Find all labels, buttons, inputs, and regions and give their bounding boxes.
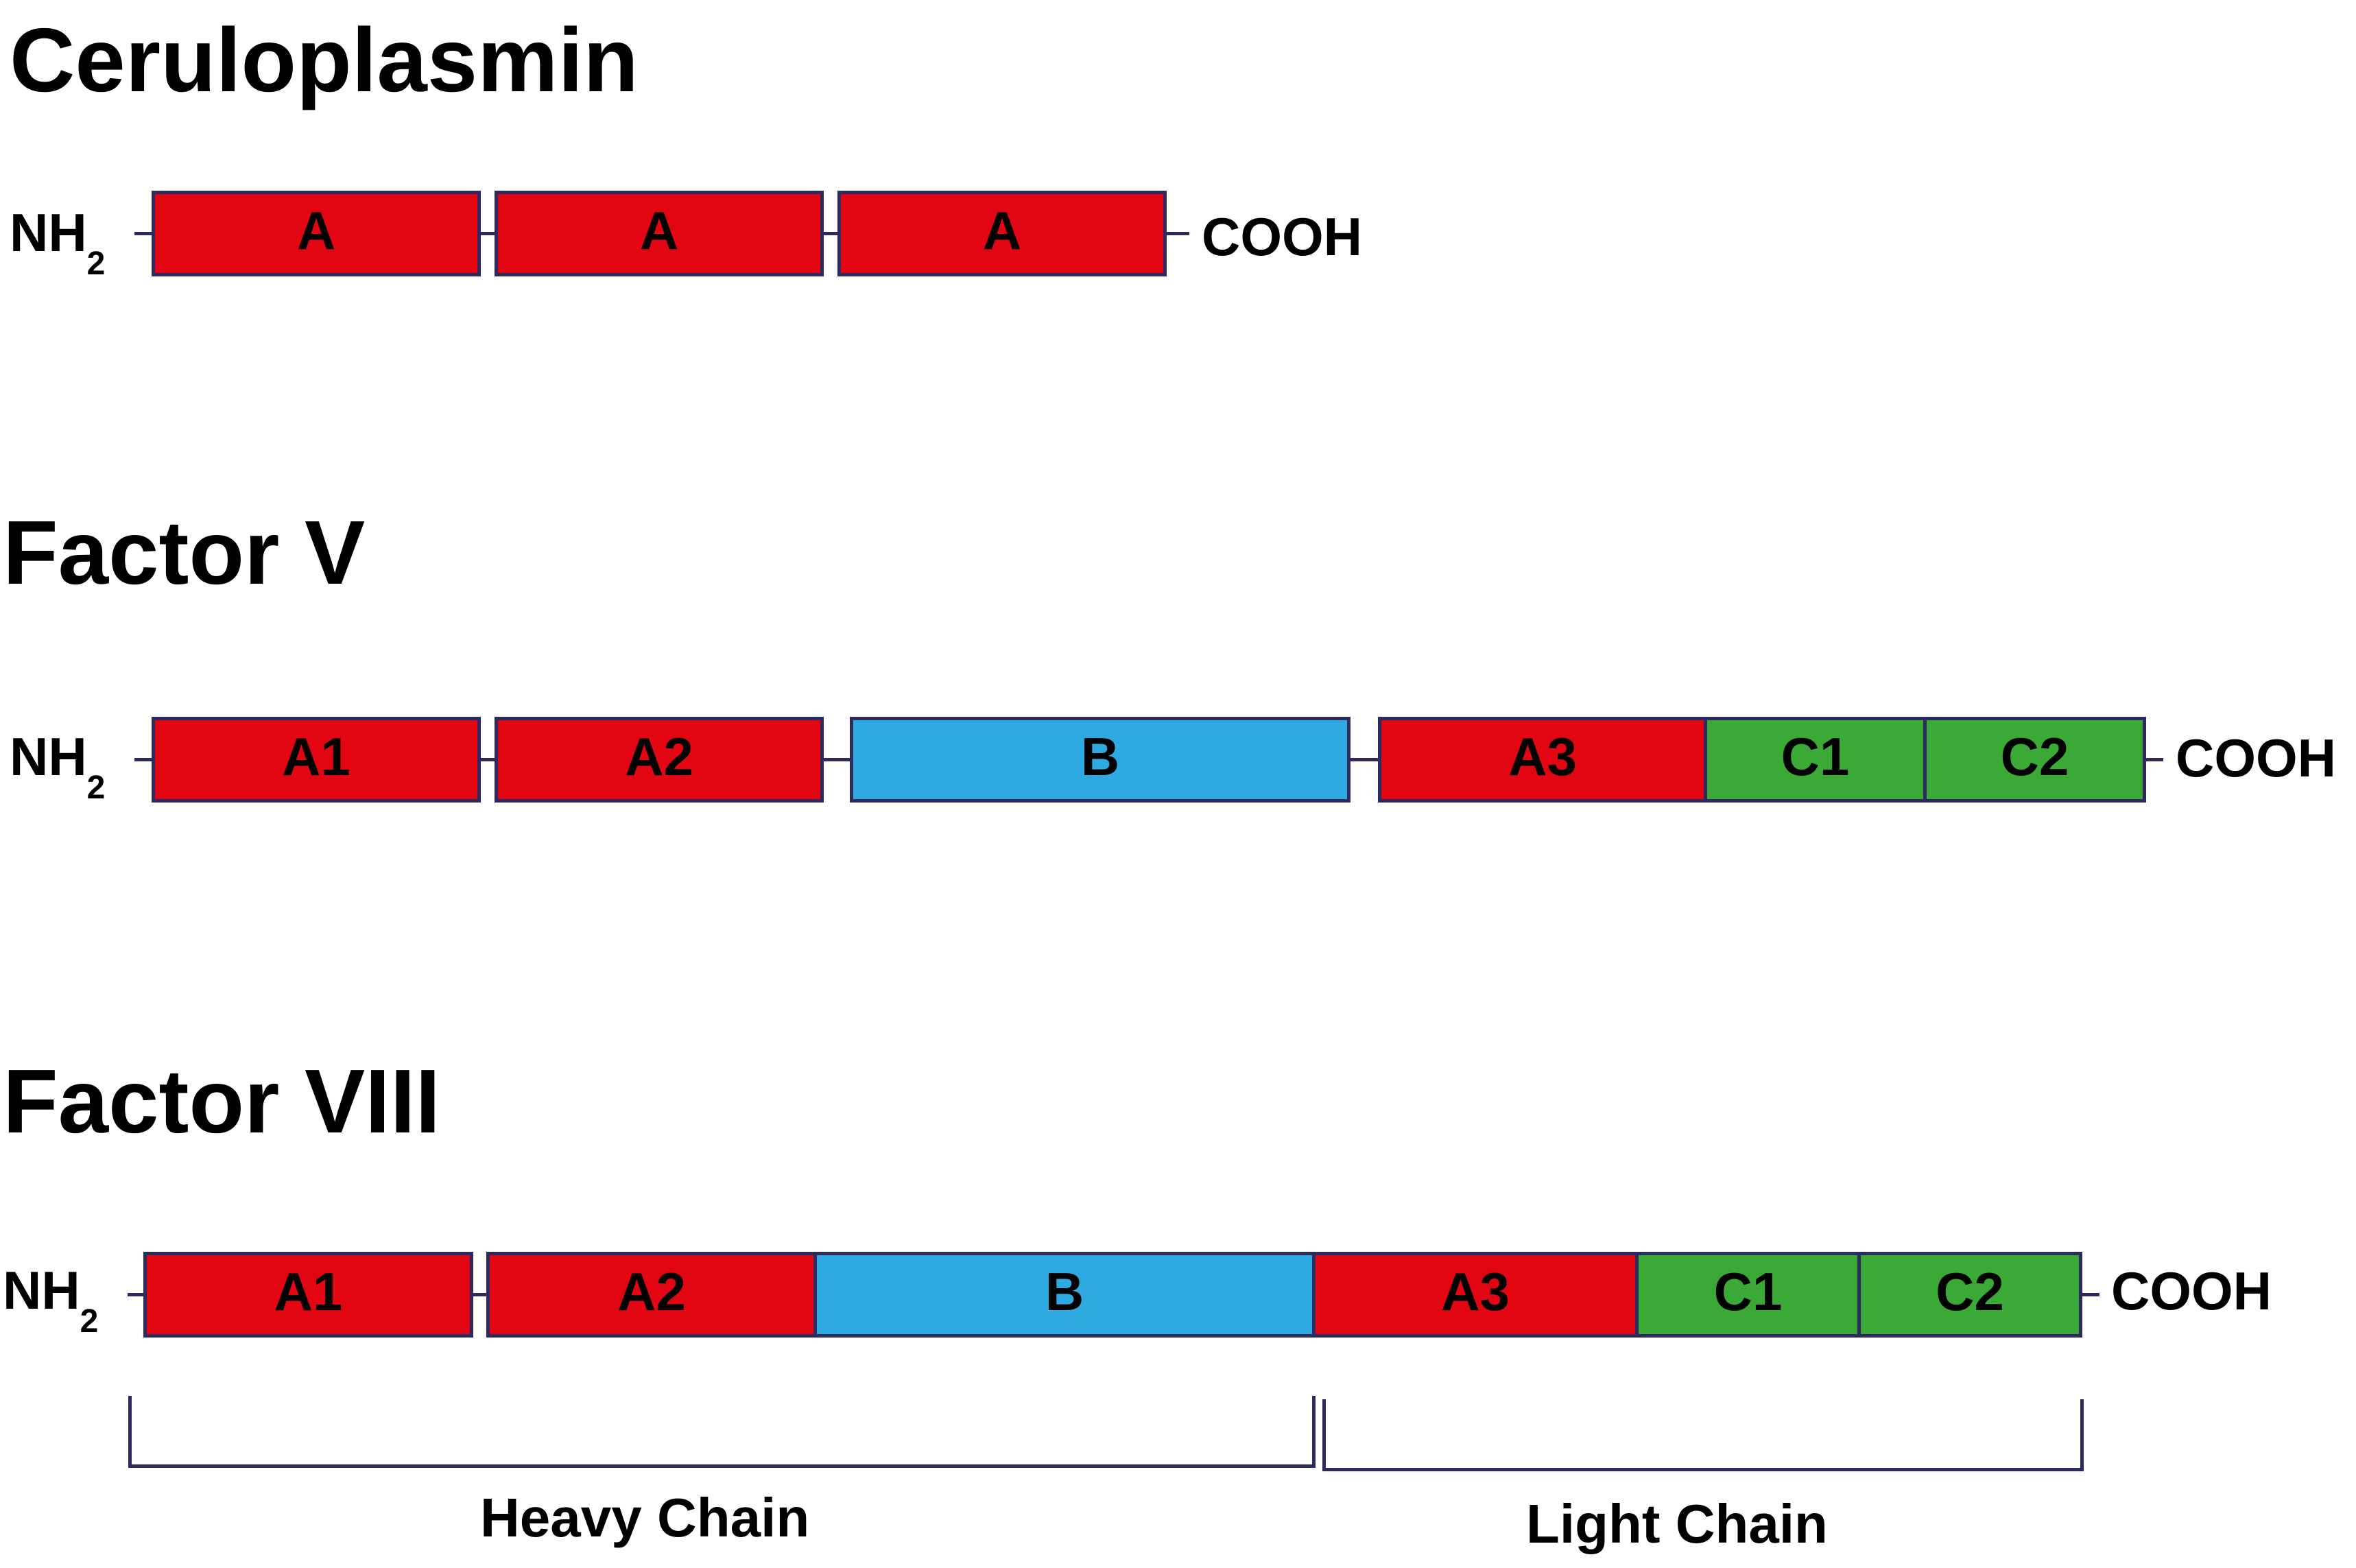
factor-v-linker — [480, 758, 497, 761]
ceruloplasmin-n-terminus: NH2 — [10, 202, 106, 282]
factor-v-title: Factor V — [3, 502, 366, 603]
heavy-chain-bracket — [128, 1396, 1316, 1468]
factor-viii-domain-a3: A3 — [1312, 1252, 1639, 1338]
light-chain-label: Light Chain — [1526, 1493, 1828, 1554]
factor-v-domain-c2: C2 — [1923, 717, 2146, 803]
factor-viii-n-terminus: NH2 — [3, 1260, 99, 1340]
factor-v-linker — [823, 758, 852, 761]
factor-viii-title: Factor VIII — [3, 1051, 441, 1152]
ceruloplasmin-domain-a-3: A — [837, 191, 1167, 276]
factor-viii-domain-c1: C1 — [1635, 1252, 1861, 1338]
factor-viii-domain-a1: A1 — [143, 1252, 473, 1338]
factor-viii-domain-c2: C2 — [1857, 1252, 2082, 1338]
factor-v-linker — [1350, 758, 1380, 761]
ceruloplasmin-linker — [480, 232, 497, 235]
factor-v-c-terminus: COOH — [2176, 728, 2336, 788]
factor-v-domain-a2: A2 — [495, 717, 824, 803]
factor-v-domain-a3: A3 — [1378, 717, 1707, 803]
factor-viii-domain-a2: A2 — [486, 1252, 817, 1338]
factor-viii-domain-b: B — [813, 1252, 1316, 1338]
factor-v-n-terminus: NH2 — [10, 726, 106, 806]
factor-viii-c-terminus: COOH — [2111, 1261, 2272, 1321]
factor-v-domain-a1: A1 — [152, 717, 481, 803]
factor-v-domain-c1: C1 — [1704, 717, 1927, 803]
heavy-chain-label: Heavy Chain — [480, 1487, 810, 1548]
ceruloplasmin-linker — [823, 232, 840, 235]
factor-viii-linker — [473, 1293, 489, 1296]
factor-viii-linker — [2082, 1293, 2099, 1296]
light-chain-bracket — [1322, 1399, 2084, 1471]
factor-viii-linker — [128, 1293, 145, 1296]
ceruloplasmin-linker — [134, 232, 154, 235]
factor-v-linker — [134, 758, 154, 761]
factor-v-domain-b: B — [850, 717, 1350, 803]
factor-v-linker — [2145, 758, 2163, 761]
ceruloplasmin-domain-a-1: A — [152, 191, 481, 276]
ceruloplasmin-linker — [1166, 232, 1189, 235]
ceruloplasmin-domain-a-2: A — [495, 191, 824, 276]
ceruloplasmin-c-terminus: COOH — [1202, 206, 1362, 267]
ceruloplasmin-title: Ceruloplasmin — [10, 10, 639, 110]
